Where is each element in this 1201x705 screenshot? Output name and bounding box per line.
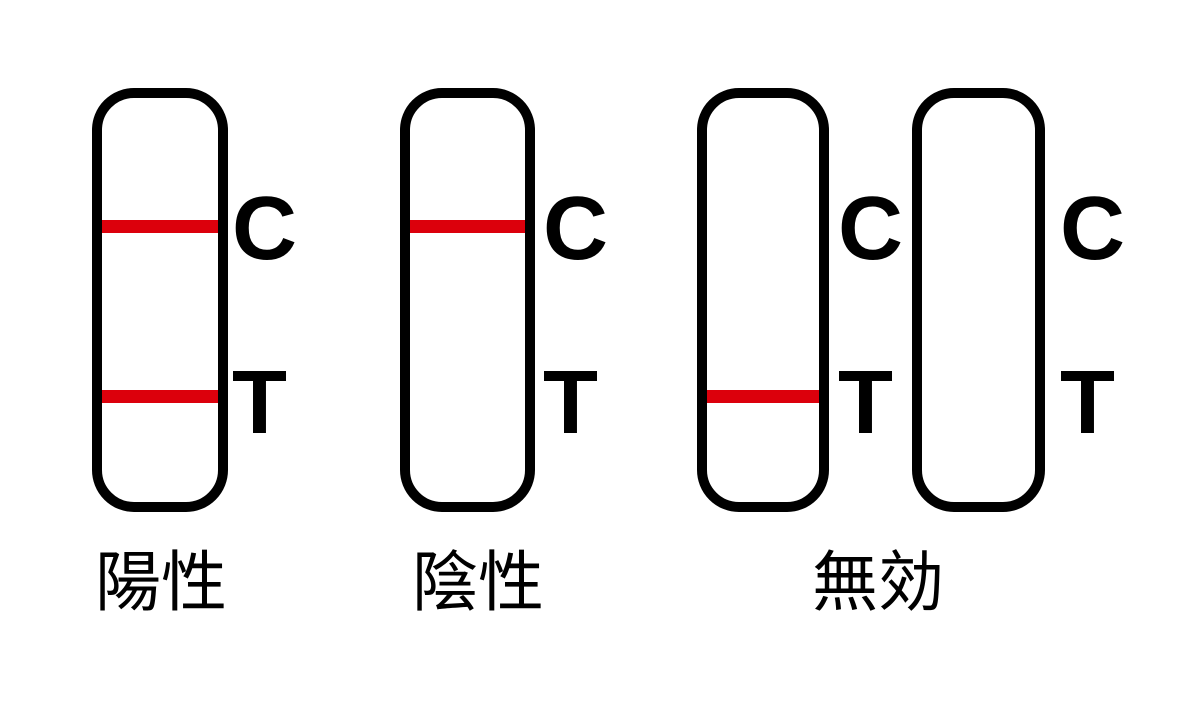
caption-positive: 陽性 bbox=[95, 545, 227, 619]
test-line-label: T bbox=[543, 353, 598, 453]
test-strip-body bbox=[912, 88, 1045, 512]
test-line bbox=[102, 390, 218, 403]
control-line-label: C bbox=[543, 179, 608, 279]
control-line-label: C bbox=[232, 179, 297, 279]
caption-invalid: 無効 bbox=[812, 545, 944, 619]
control-line bbox=[102, 220, 218, 233]
test-line-label: T bbox=[232, 353, 287, 453]
test-strip-body bbox=[92, 88, 228, 512]
caption-negative: 陰性 bbox=[412, 545, 544, 619]
test-line bbox=[707, 390, 819, 403]
control-line-label: C bbox=[838, 179, 903, 279]
test-line-label: T bbox=[838, 353, 893, 453]
test-line-label: T bbox=[1060, 353, 1115, 453]
control-line-label: C bbox=[1060, 179, 1125, 279]
test-strip-body bbox=[697, 88, 829, 512]
control-line bbox=[410, 220, 525, 233]
test-strip-body bbox=[400, 88, 535, 512]
